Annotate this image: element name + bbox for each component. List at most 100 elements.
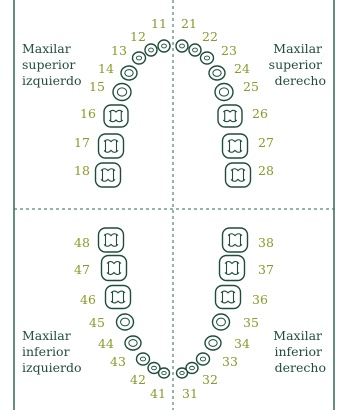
tooth-14-outline <box>120 65 138 81</box>
tooth-32-outline <box>185 361 199 375</box>
tooth-32-edge <box>189 365 195 371</box>
tooth-25-outline <box>214 82 234 102</box>
tooth-18 <box>94 162 122 188</box>
tooth-17-outline <box>97 133 125 159</box>
tooth-number-28: 28 <box>258 163 274 178</box>
tooth-42-edge <box>151 365 157 371</box>
tooth-38-outline <box>221 227 249 253</box>
tooth-number-43: 43 <box>110 354 126 369</box>
label-upper-right-line2: superior <box>269 57 322 72</box>
tooth-21-edge <box>179 43 185 49</box>
tooth-35-groove <box>216 317 226 327</box>
tooth-47-cusps <box>106 260 122 276</box>
tooth-number-41: 41 <box>150 386 166 401</box>
tooth-12-edge <box>148 47 154 53</box>
tooth-48-outline <box>97 227 125 253</box>
tooth-28 <box>224 162 252 188</box>
tooth-44 <box>124 335 142 351</box>
label-upper-left: Maxilar superior izquierdo <box>22 41 82 88</box>
tooth-14-groove <box>124 69 134 77</box>
tooth-22 <box>188 43 202 57</box>
tooth-number-44: 44 <box>98 336 114 351</box>
tooth-number-23: 23 <box>221 43 237 58</box>
tooth-31 <box>175 367 189 379</box>
tooth-42 <box>147 361 161 375</box>
label-upper-left-line1: Maxilar <box>22 41 71 56</box>
tooth-32 <box>185 361 199 375</box>
tooth-13-edge <box>135 55 143 61</box>
tooth-11 <box>157 39 171 53</box>
tooth-46 <box>104 284 132 310</box>
tooth-25 <box>214 82 234 102</box>
tooth-21 <box>175 39 189 53</box>
tooth-number-16: 16 <box>80 106 96 121</box>
tooth-47 <box>100 254 128 282</box>
tooth-45-outline <box>115 313 135 331</box>
tooth-38-cusps <box>227 233 243 247</box>
tooth-12 <box>144 43 158 57</box>
tooth-33-outline <box>195 352 211 366</box>
tooth-number-11: 11 <box>151 16 167 31</box>
tooth-22-outline <box>188 43 202 57</box>
tooth-number-37: 37 <box>258 262 274 277</box>
tooth-24-outline <box>208 65 226 81</box>
tooth-34-outline <box>204 335 222 351</box>
tooth-number-47: 47 <box>74 262 90 277</box>
tooth-number-31: 31 <box>182 386 198 401</box>
tooth-18-outline <box>94 162 122 188</box>
tooth-number-17: 17 <box>74 135 90 150</box>
tooth-24-groove <box>212 69 222 77</box>
tooth-11-edge <box>161 43 167 49</box>
teeth-layer <box>94 39 252 379</box>
tooth-18-cusps <box>100 168 116 182</box>
tooth-33 <box>195 352 211 366</box>
tooth-numbers-layer: 1112131415161718212223242526272841424344… <box>74 16 274 401</box>
tooth-24 <box>208 65 226 81</box>
tooth-number-13: 13 <box>111 43 127 58</box>
tooth-number-12: 12 <box>130 29 146 44</box>
tooth-41-outline <box>157 367 171 379</box>
tooth-26 <box>217 104 243 128</box>
tooth-16 <box>103 104 129 128</box>
tooth-46-cusps <box>110 290 126 304</box>
tooth-34 <box>204 335 222 351</box>
tooth-37-cusps <box>224 260 240 276</box>
tooth-46-outline <box>104 284 132 310</box>
tooth-number-21: 21 <box>181 16 197 31</box>
tooth-number-48: 48 <box>74 235 90 250</box>
label-upper-right-line1: Maxilar <box>273 41 322 56</box>
tooth-43 <box>135 352 151 366</box>
tooth-44-groove <box>128 339 138 347</box>
tooth-23 <box>199 51 215 65</box>
label-lower-left-line2: inferior <box>22 344 70 359</box>
tooth-17-cusps <box>103 139 119 153</box>
label-upper-right: Maxilar superior derecho <box>269 41 326 88</box>
tooth-28-cusps <box>230 168 246 182</box>
label-lower-right: Maxilar inferior derecho <box>273 328 326 375</box>
tooth-16-cusps <box>108 109 124 123</box>
tooth-number-34: 34 <box>234 336 250 351</box>
tooth-36 <box>214 284 242 310</box>
tooth-45-groove <box>120 317 130 327</box>
tooth-33-edge <box>199 356 207 362</box>
tooth-37-outline <box>218 254 246 282</box>
tooth-number-45: 45 <box>89 315 105 330</box>
tooth-42-outline <box>147 361 161 375</box>
tooth-27-outline <box>221 133 249 159</box>
tooth-43-edge <box>139 356 147 362</box>
tooth-41 <box>157 367 171 379</box>
tooth-number-32: 32 <box>202 372 218 387</box>
tooth-number-46: 46 <box>80 292 96 307</box>
tooth-35 <box>211 313 231 331</box>
tooth-number-36: 36 <box>252 292 268 307</box>
tooth-27 <box>221 133 249 159</box>
tooth-38 <box>221 227 249 253</box>
tooth-number-18: 18 <box>74 163 90 178</box>
tooth-35-outline <box>211 313 231 331</box>
tooth-23-edge <box>203 55 211 61</box>
tooth-number-24: 24 <box>234 61 250 76</box>
label-lower-right-line3: derecho <box>275 360 326 375</box>
tooth-number-26: 26 <box>252 106 268 121</box>
